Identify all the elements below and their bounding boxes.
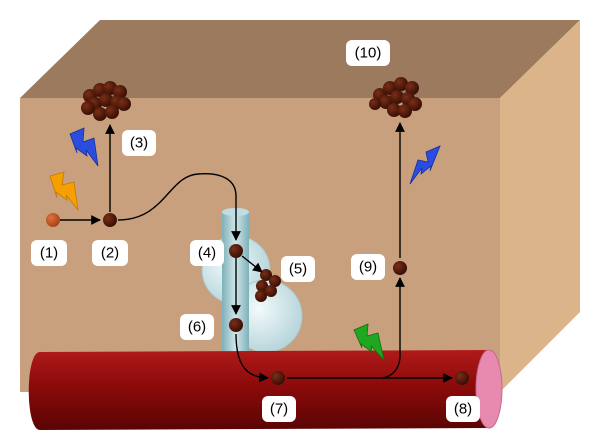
particle-cluster-5	[255, 269, 281, 302]
label-5-text: (5)	[289, 261, 307, 278]
particle-1	[46, 213, 60, 227]
particle-2	[103, 213, 117, 227]
label-1: (1)	[31, 240, 67, 266]
arrow-6-to-7	[235, 333, 269, 383]
particle-4	[229, 244, 243, 258]
particle-cluster-3	[81, 81, 131, 121]
label-1-text: (1)	[40, 245, 58, 262]
label-3: (3)	[122, 130, 156, 156]
arrow-7-to-9	[381, 277, 405, 379]
particle-cluster-10	[369, 77, 422, 118]
label-2: (2)	[92, 240, 128, 266]
label-8: (8)	[446, 396, 480, 422]
label-10: (10)	[346, 40, 390, 66]
label-10-text: (10)	[355, 45, 382, 62]
label-6-text: (6)	[188, 319, 206, 336]
label-5: (5)	[281, 256, 315, 282]
box-top-face	[20, 20, 580, 98]
label-7-text: (7)	[270, 401, 288, 418]
label-3-text: (3)	[130, 135, 148, 152]
label-8-text: (8)	[454, 401, 472, 418]
label-4-text: (4)	[198, 245, 216, 262]
blood-vessel-opening	[475, 349, 503, 429]
lightning-bolt-green-icon	[353, 323, 385, 362]
particle-8	[455, 371, 469, 385]
label-9-text: (9)	[359, 259, 377, 276]
blood-vessel	[28, 350, 502, 430]
particle-7	[271, 371, 285, 385]
label-2-text: (2)	[101, 245, 119, 262]
lightning-bolt-orange-icon	[49, 171, 79, 212]
lightning-bolt-blue-right-icon	[409, 145, 441, 185]
label-9: (9)	[351, 254, 385, 280]
particle-6	[229, 318, 243, 332]
label-7: (7)	[262, 396, 296, 422]
arrow-2-to-4	[117, 173, 241, 241]
label-4: (4)	[190, 240, 224, 266]
label-6: (6)	[180, 314, 214, 340]
lightning-bolt-blue-icon	[69, 127, 99, 167]
particle-9	[393, 261, 407, 275]
arrow-4-to-5	[241, 255, 263, 273]
box-side-face	[500, 20, 580, 392]
